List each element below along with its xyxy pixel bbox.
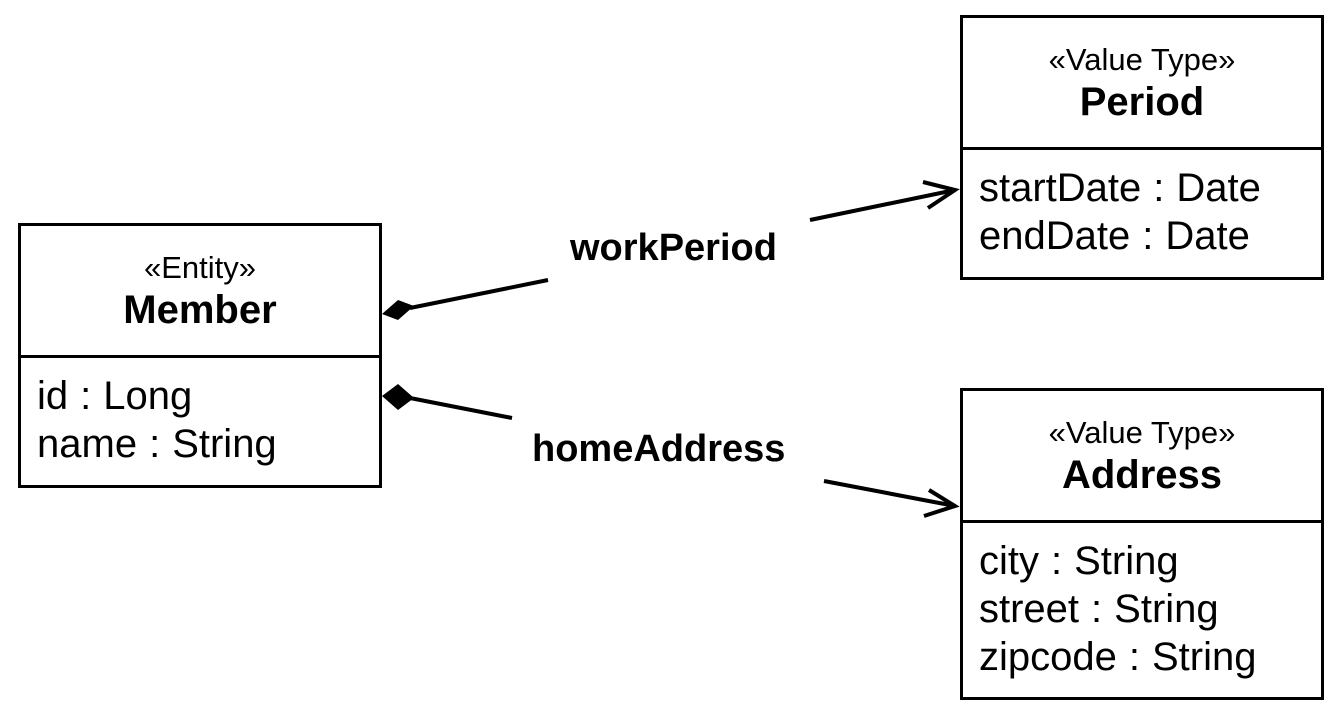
class-address-stereotype: «Value Type» <box>1048 414 1236 450</box>
class-address-name: Address <box>1061 452 1223 497</box>
class-period-stereotype: «Value Type» <box>1048 41 1236 77</box>
composition-diamond-workperiod <box>382 300 414 320</box>
association-line-workperiod-source <box>409 278 549 310</box>
attribute-separator: : <box>1091 587 1103 631</box>
composition-diamond-homeaddress <box>382 384 414 410</box>
class-address[interactable]: «Value Type» Address city:String street:… <box>960 388 1324 700</box>
attribute-name: id <box>37 374 69 418</box>
attribute-row: name:String <box>37 420 379 468</box>
association-line-homeaddress-source <box>409 396 513 420</box>
attribute-row: zipcode: String <box>979 633 1321 681</box>
attribute-separator: : <box>80 374 92 418</box>
association-line-workperiod-target <box>809 188 956 222</box>
attribute-separator: : <box>1142 214 1154 258</box>
attribute-row: id:Long <box>37 372 379 420</box>
class-member[interactable]: «Entity» Member id:Long name:String <box>18 223 382 488</box>
attribute-name: city <box>979 539 1039 583</box>
attribute-row: startDate:Date <box>979 164 1321 212</box>
association-homeaddress <box>382 384 960 518</box>
association-label-workperiod: workPeriod <box>570 226 777 270</box>
attribute-separator: : <box>1153 166 1165 210</box>
class-period-attributes: startDate:Date endDate:Date <box>963 150 1321 260</box>
attribute-row: street:String <box>979 585 1321 633</box>
attribute-type: Date <box>1176 166 1261 210</box>
class-address-attributes: city:String street:String zipcode:String <box>963 523 1321 681</box>
attribute-type: Date <box>1165 214 1250 258</box>
class-member-attributes: id:Long name:String <box>21 358 379 468</box>
class-member-header: «Entity» Member <box>21 226 379 358</box>
class-period[interactable]: «Value Type» Period startDate:Date endDa… <box>960 15 1324 280</box>
attribute-type: String <box>1114 587 1219 631</box>
attribute-separator: : <box>1051 539 1063 583</box>
attribute-name: zipcode <box>979 635 1117 679</box>
association-label-homeaddress: homeAddress <box>532 427 786 471</box>
class-period-name: Period <box>1079 79 1205 124</box>
class-member-name: Member <box>123 287 277 332</box>
attribute-name: street <box>979 587 1080 631</box>
arrowhead-homeaddress <box>923 488 960 518</box>
attribute-name: name <box>37 422 138 466</box>
attribute-name: endDate <box>979 214 1131 258</box>
attribute-name: startDate <box>979 166 1142 210</box>
class-period-header: «Value Type» Period <box>963 18 1321 150</box>
class-member-stereotype: «Entity» <box>143 249 256 285</box>
association-line-homeaddress-target <box>823 479 956 508</box>
arrowhead-workperiod <box>922 180 960 210</box>
class-address-header: «Value Type» Address <box>963 391 1321 523</box>
attribute-type: String <box>1074 539 1179 583</box>
attribute-type: String <box>1152 635 1257 679</box>
attribute-row: city:String <box>979 537 1321 585</box>
attribute-separator: : <box>149 422 161 466</box>
attribute-separator: : <box>1128 635 1140 679</box>
attribute-type: Long <box>103 374 193 418</box>
attribute-row: endDate:Date <box>979 212 1321 260</box>
association-workperiod <box>382 180 960 320</box>
attribute-type: String <box>172 422 277 466</box>
